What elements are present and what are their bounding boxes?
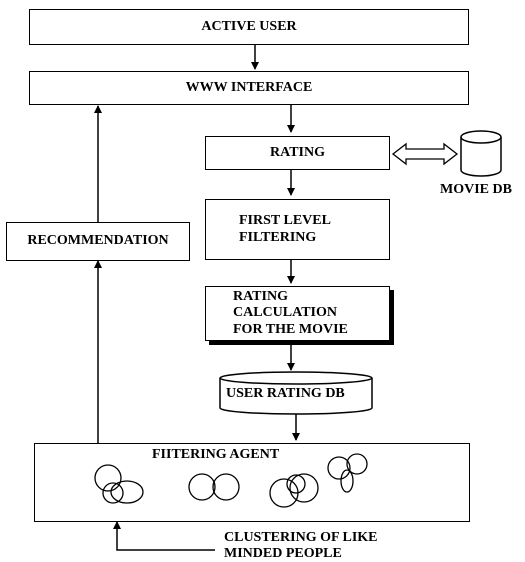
cluster-circle [289, 473, 319, 503]
clustering-line: MINDED PEOPLE [224, 546, 342, 562]
cluster-circle [286, 474, 306, 494]
first-level-filtering-box: FIRST LEVEL FILTERING [205, 199, 390, 260]
first-level-filtering-line: FIRST LEVEL [239, 213, 331, 229]
rating-label: RATING [270, 144, 325, 160]
movie-db-label: MOVIE DB [440, 182, 512, 197]
clustering-label: CLUSTERING OF LIKE MINDED PEOPLE [224, 530, 378, 562]
www-interface-box: WWW INTERFACE [29, 71, 469, 105]
arrow-clustering-to-agent [113, 521, 215, 551]
rating-calculation-line: RATING [233, 289, 288, 305]
active-user-box: ACTIVE USER [29, 9, 469, 45]
www-interface-label: WWW INTERFACE [185, 79, 313, 95]
rating-box: RATING [205, 136, 390, 170]
cluster-circle [327, 456, 351, 480]
filtering-agent-box [34, 443, 470, 522]
rating-calculation-line: CALCULATION [233, 305, 337, 321]
cluster-circle [110, 480, 144, 504]
cluster-circle [94, 464, 122, 492]
user-rating-db-label: USER RATING DB [226, 386, 345, 401]
cluster-circle [102, 482, 124, 504]
double-arrow-rating-moviedb [391, 142, 459, 166]
first-level-filtering-line: FILTERING [239, 229, 317, 245]
recommendation-box: RECOMMENDATION [6, 222, 190, 261]
recommendation-label: RECOMMENDATION [27, 233, 169, 249]
clustering-line: CLUSTERING OF LIKE [224, 530, 378, 545]
movie-db-cylinder-icon [460, 130, 502, 177]
filtering-agent-label: FIITERING AGENT [152, 447, 280, 462]
rating-calculation-box: RATING CALCULATION FOR THE MOVIE [205, 286, 390, 341]
active-user-label: ACTIVE USER [201, 18, 297, 34]
user-rating-db-drum-icon [219, 371, 373, 415]
rating-calculation-line: FOR THE MOVIE [233, 321, 348, 337]
cluster-circle [346, 453, 368, 475]
cluster-circles-group [94, 453, 368, 508]
cluster-circle [188, 473, 216, 501]
cluster-circle [212, 473, 240, 501]
cluster-circle [340, 469, 354, 493]
